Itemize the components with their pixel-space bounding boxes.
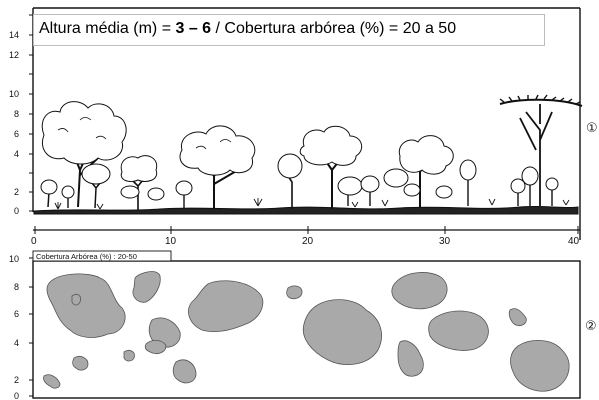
profile-x-tick-20: 20 xyxy=(302,236,314,247)
tree-small-7 xyxy=(546,178,558,206)
cover-y-tick-4: 4 xyxy=(14,338,19,348)
profile-y-tick-2: 2 xyxy=(14,187,19,197)
profile-y-tick-0: 0 xyxy=(14,206,19,216)
tree-small-1 xyxy=(41,180,57,207)
profile-y-tick-6: 6 xyxy=(14,129,19,139)
profile-y-tick-4: 4 xyxy=(14,149,19,159)
canopy-patch-7 xyxy=(303,300,381,365)
cover-y-tick-2: 2 xyxy=(14,375,19,385)
profile-y-tick-8: 8 xyxy=(14,109,19,119)
profile-y-ticks: 0 2 4 6 8 10 12 14 xyxy=(9,15,33,216)
profile-y-tick-10: 10 xyxy=(9,89,19,99)
profile-x-tick-30: 30 xyxy=(439,236,451,247)
tree-large-center xyxy=(180,126,255,208)
cover-panel-number: ② xyxy=(585,319,597,334)
cover-y-tick-10: 10 xyxy=(9,254,19,264)
title-box: Altura média (m) = 3 – 6 / Cobertura arb… xyxy=(33,14,545,46)
tree-large-right xyxy=(384,136,453,208)
canopy-patch-17 xyxy=(43,375,60,388)
diagram-title: Altura média (m) = 3 – 6 / Cobertura arb… xyxy=(39,20,456,38)
profile-y-tick-14: 14 xyxy=(9,30,19,40)
canopy-patch-2 xyxy=(133,272,160,303)
profile-panel-number: ① xyxy=(586,121,598,136)
tree-small-2 xyxy=(62,186,74,208)
canopy-patch-1 xyxy=(47,274,125,338)
title-bold-range: 3 – 6 xyxy=(175,20,211,37)
canopy-patch-16 xyxy=(173,360,196,383)
canopy-patch-12 xyxy=(398,341,423,377)
tree-medium-2 xyxy=(121,156,164,210)
profile-x-tick-0: 0 xyxy=(31,236,37,247)
cover-panel: Cobertura Arbórea (%) : 20-50 0 2 4 6 8 … xyxy=(9,251,597,400)
profile-y-tick-12: 12 xyxy=(9,50,19,60)
tree-medium-1 xyxy=(82,164,110,208)
tree-small-5 xyxy=(460,160,476,206)
cover-y-tick-0: 0 xyxy=(14,391,19,400)
cover-y-ticks: 0 2 4 6 8 10 xyxy=(9,254,33,400)
canopy-patch-4 xyxy=(287,286,302,299)
canopy-patch-14 xyxy=(124,350,134,361)
profile-x-tick-40: 40 xyxy=(568,236,580,247)
tree-medium-3 xyxy=(278,154,302,209)
cover-y-tick-6: 6 xyxy=(14,309,19,319)
tree-small-4 xyxy=(338,176,379,206)
tree-small-6 xyxy=(511,167,538,206)
canopy-patch-3 xyxy=(188,281,262,332)
cover-label: Cobertura Arbórea (%) : 20-50 xyxy=(36,252,137,261)
cover-y-tick-8: 8 xyxy=(14,282,19,292)
ground-line xyxy=(34,206,578,214)
tree-small-3 xyxy=(176,181,192,208)
profile-x-tick-10: 10 xyxy=(165,236,177,247)
title-part-1: Altura média (m) = xyxy=(39,20,175,37)
tree-large-mid xyxy=(300,126,361,209)
canopy-patch-5 xyxy=(72,294,81,305)
canopy-patch-8 xyxy=(392,272,447,308)
canopy-patch-9 xyxy=(429,311,489,350)
profile-x-ticks: 0 10 20 30 40 xyxy=(31,226,580,247)
canopy-patch-13 xyxy=(73,356,88,370)
canopy-patch-15 xyxy=(145,340,166,353)
canopy-patch-10 xyxy=(509,309,526,326)
canopy-patch-11 xyxy=(511,340,570,391)
title-part-2: / Cobertura arbórea (%) = 20 a 50 xyxy=(211,20,456,37)
canopy-patches xyxy=(43,272,569,392)
